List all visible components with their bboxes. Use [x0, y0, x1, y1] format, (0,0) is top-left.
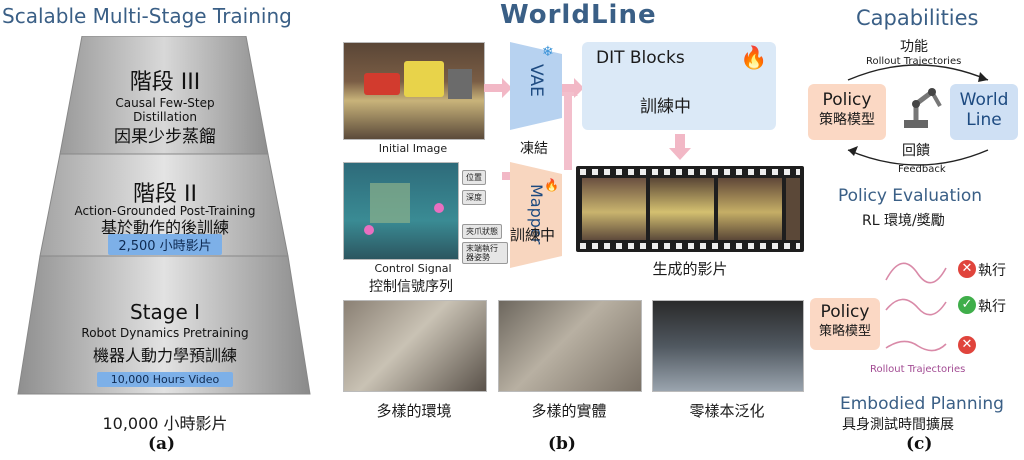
- rl-env-label: RL 環境/獎勵: [862, 213, 945, 229]
- policy-eval-title: Policy Evaluation: [838, 186, 983, 206]
- stage2-zh: 基於動作的後訓練: [100, 218, 229, 237]
- training-pyramid: 階段 III Causal Few-Step Distillation 因果少步…: [0, 36, 330, 406]
- panel-b-title: WorldLine: [500, 0, 657, 30]
- caption-diverse-environments: 多樣的環境: [376, 402, 452, 420]
- generated-video-label: 生成的影片: [652, 260, 728, 278]
- control-signal-label: Control Signal: [374, 262, 452, 275]
- stage1-badge: 10,000 Hours Video: [96, 372, 234, 387]
- policy2-zh: 策略模型: [818, 324, 871, 339]
- stage3-line1: Causal Few-Step: [115, 96, 215, 110]
- stage2-badge: 2,500 小時影片: [108, 234, 222, 255]
- embodied-title: Embodied Planning: [840, 394, 1004, 414]
- dit-label: DIT Blocks: [596, 48, 685, 68]
- control-signal-zh: 控制信號序列: [369, 279, 453, 295]
- vae-block: [510, 42, 562, 130]
- exec2-label: 執行: [978, 299, 1006, 315]
- panel-b-letter: (b): [548, 434, 576, 454]
- control-signal-image: [343, 162, 459, 260]
- snowflake-icon: ❄: [542, 44, 554, 60]
- feedback-en: Feedback: [898, 164, 946, 175]
- pyramid-footer: 10,000 小時影片: [102, 414, 228, 433]
- worldline-box: World Line: [950, 84, 1018, 140]
- fail-icon-1: ✕: [958, 260, 976, 278]
- stage1-en: Robot Dynamics Pretraining: [81, 326, 249, 340]
- caption-zero-shot: 零樣本泛化: [689, 402, 765, 420]
- signal-label-position: 位置: [462, 170, 486, 185]
- stage3-line2: Distillation: [133, 110, 197, 124]
- policy2-en: Policy: [820, 302, 870, 322]
- photo-diverse-environments: [343, 300, 487, 392]
- signal-label-depth: 深度: [462, 190, 486, 205]
- panel-c-title: Capabilities: [856, 6, 979, 30]
- photo-zero-shot: [652, 300, 804, 392]
- dit-training-label: 訓練中: [640, 97, 691, 117]
- stage1-heading: Stage I: [129, 300, 201, 324]
- exec1-label: 執行: [978, 263, 1006, 279]
- mapper-training-label: 訓練中: [510, 226, 556, 244]
- rollout-label-2: Rollout Trajectories: [870, 364, 966, 375]
- world-label: World: [959, 90, 1009, 110]
- initial-image-label: Initial Image: [378, 142, 448, 155]
- embodied-zh: 具身測試時間擴展: [842, 417, 954, 433]
- robot-arm-icon: [896, 84, 946, 138]
- initial-image: [343, 42, 485, 140]
- signal-label-gripper: 夾爪狀態: [462, 224, 502, 239]
- stage2-heading: 階段 II: [133, 182, 197, 207]
- arrow-dit-to-video: [669, 134, 691, 160]
- frozen-label: 凍結: [520, 141, 548, 157]
- feedback-zh: 回饋: [902, 143, 930, 159]
- panel-c-letter: (c): [906, 434, 933, 454]
- rollout-label-top: Rollout Trajectories: [866, 56, 962, 67]
- vae-label: VAE: [526, 64, 546, 97]
- stage2-en: Action-Grounded Post-Training: [74, 204, 256, 218]
- caption-diverse-embodiments: 多樣的實體: [531, 402, 607, 420]
- stage1-zh: 機器人動力學預訓練: [92, 346, 237, 365]
- fire-icon: 🔥: [740, 46, 768, 71]
- func-label: 功能: [900, 39, 928, 55]
- fire-icon-small: 🔥: [544, 178, 559, 192]
- panel-a-title: Scalable Multi-Stage Training: [2, 4, 292, 28]
- policy-box-2: Policy 策略模型: [810, 298, 880, 350]
- signal-label-pose: 末端執行器姿勢: [462, 242, 508, 264]
- policy-zh: 策略模型: [819, 112, 875, 128]
- panel-a-letter: (a): [148, 434, 176, 454]
- stage3-zh: 因果少步蒸餾: [114, 127, 216, 147]
- policy-box: Policy 策略模型: [808, 84, 886, 140]
- trajectory-curves: [885, 262, 947, 352]
- success-icon: ✓: [958, 296, 976, 314]
- arrow-mapper-to-dit: [558, 86, 578, 170]
- arrow-image-to-vae: [484, 78, 512, 98]
- policy-en: Policy: [822, 90, 872, 110]
- line-label: Line: [966, 110, 1002, 130]
- mapper-block: [510, 162, 562, 268]
- fail-icon-2: ✕: [958, 336, 976, 354]
- stage1-layer: [17, 255, 311, 395]
- photo-diverse-embodiments: [498, 300, 642, 392]
- generated-video-strip: [576, 166, 804, 252]
- stage3-heading: 階段 III: [129, 70, 201, 95]
- capabilities-loop: [847, 64, 989, 166]
- dit-blocks: [582, 42, 776, 130]
